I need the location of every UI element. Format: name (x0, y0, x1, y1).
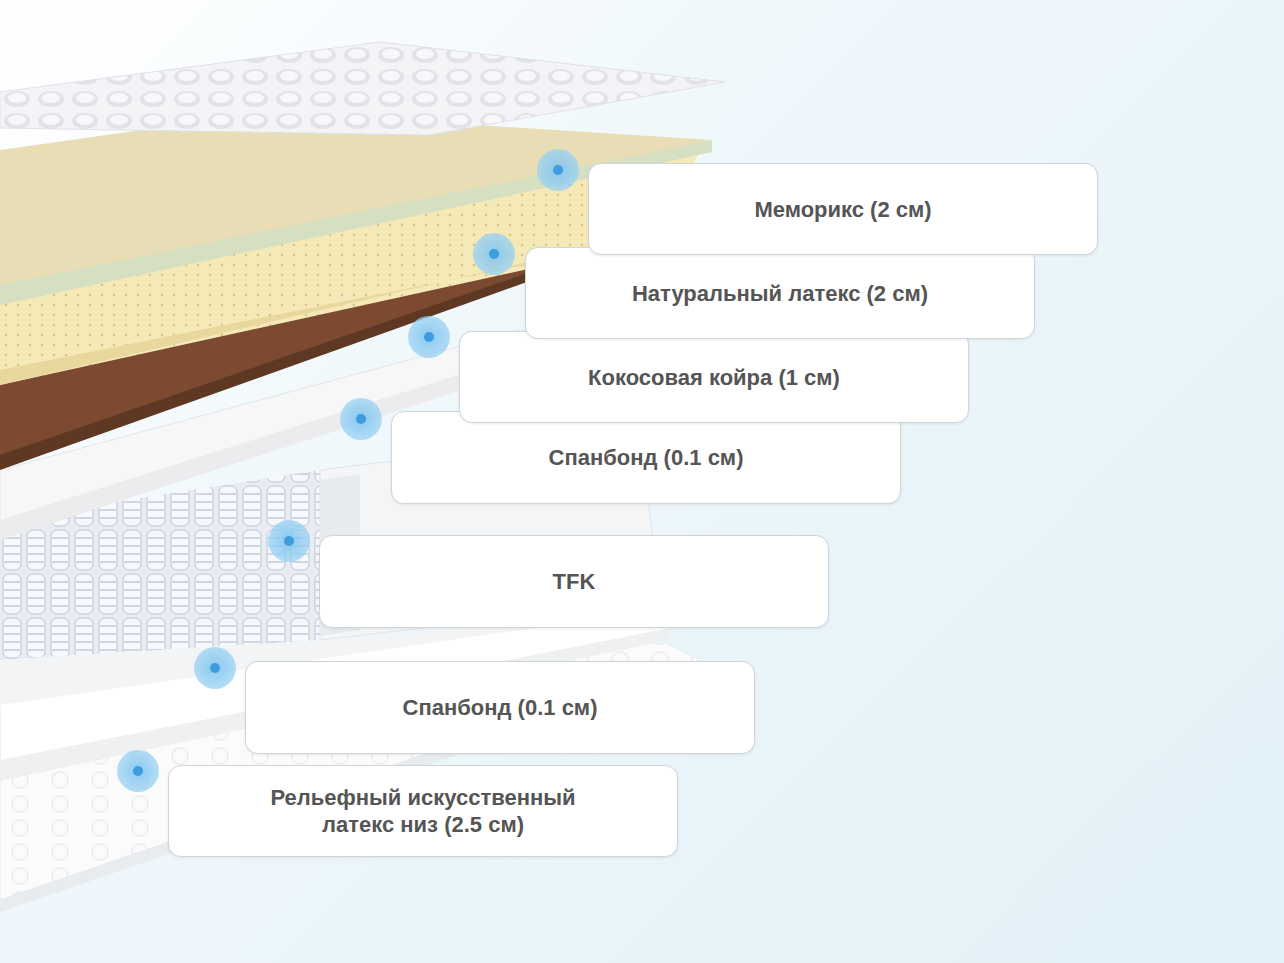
callout-box: Меморикс (2 см) (588, 163, 1098, 255)
callout-box: Спанбонд (0.1 см) (245, 661, 755, 754)
callout-box: TFK (319, 535, 829, 628)
callout-box: Кокосовая койра (1 см) (459, 331, 969, 423)
callout-box: Рельефный искусственный латекс низ (2.5 … (168, 765, 678, 857)
layer-label: Натуральный латекс (2 см) (632, 280, 928, 307)
layer-label: Спанбонд (0.1 см) (549, 444, 744, 471)
callout-box: Натуральный латекс (2 см) (525, 247, 1035, 339)
callout-box: Спанбонд (0.1 см) (391, 411, 901, 504)
layer-label: Меморикс (2 см) (754, 196, 931, 223)
layer-label: Кокосовая койра (1 см) (588, 364, 840, 391)
layer-label: Рельефный искусственный латекс низ (2.5 … (233, 784, 613, 838)
layer-label: Спанбонд (0.1 см) (403, 694, 598, 721)
layer-label: TFK (553, 568, 596, 595)
